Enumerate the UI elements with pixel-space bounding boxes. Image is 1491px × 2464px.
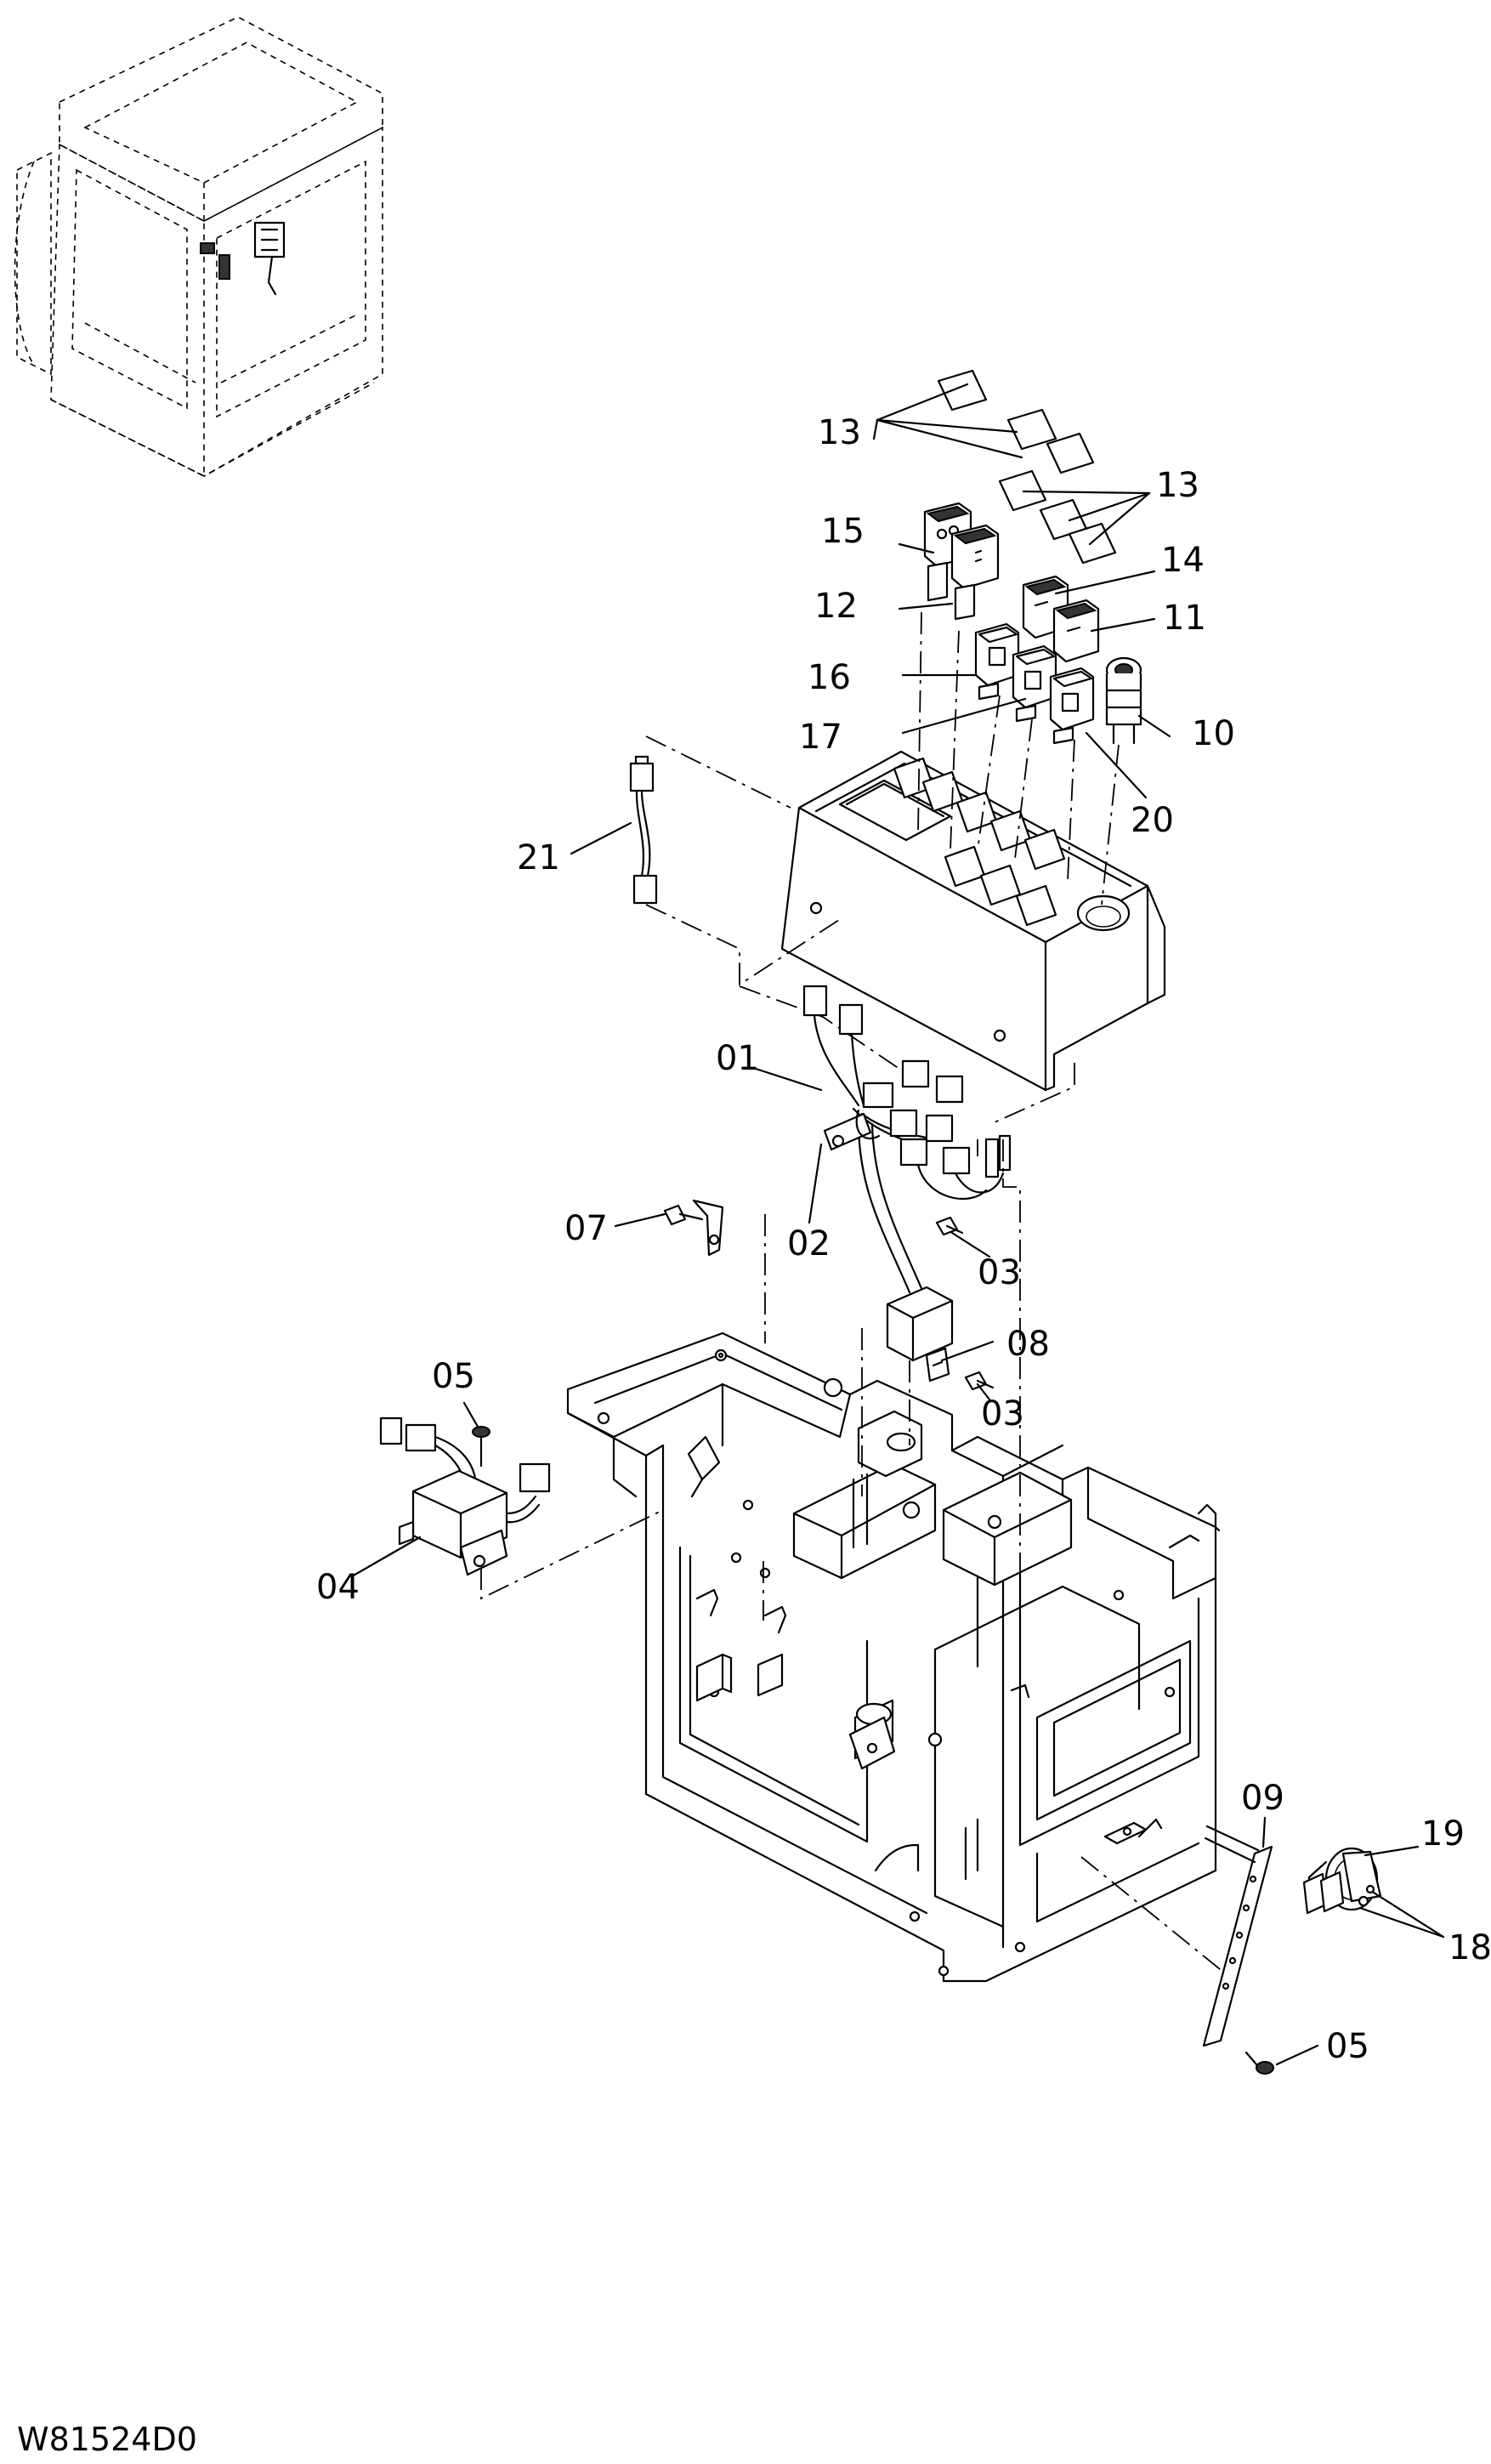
- clip-08: [925, 1347, 950, 1382]
- screw-05-strip: [1244, 2051, 1274, 2075]
- main-harness: [802, 985, 1012, 1362]
- harness-clip: [823, 1109, 881, 1151]
- switch-16: [974, 622, 1020, 701]
- cigar-lighter: [1105, 656, 1142, 745]
- callout-11: 11: [1163, 599, 1206, 638]
- callout-21: 21: [517, 838, 560, 877]
- bolt-03-upper: [935, 1216, 964, 1236]
- leader-lines: [350, 383, 1445, 2066]
- callout-19: 19: [1421, 1814, 1465, 1854]
- callout-03-lower: 03: [981, 1394, 1024, 1434]
- console-frame: [566, 1331, 1221, 1983]
- callout-02: 02: [787, 1224, 831, 1263]
- callout-05-right: 05: [1326, 2027, 1369, 2066]
- drawing-number: W81524D0: [17, 2421, 197, 2458]
- switch-20: [1049, 667, 1095, 745]
- callout-09: 09: [1241, 1779, 1284, 1818]
- bolt-03-lower: [964, 1371, 995, 1391]
- callout-13-right: 13: [1156, 466, 1199, 505]
- callout-03-upper: 03: [978, 1253, 1021, 1292]
- callout-07: 07: [564, 1209, 608, 1248]
- assembly-centerlines-lower: [763, 1139, 1225, 1973]
- bracket-07: [663, 1199, 724, 1257]
- callout-17: 17: [799, 718, 842, 757]
- callout-12: 12: [814, 587, 858, 626]
- screw-05-relay: [472, 1426, 490, 1468]
- callout-18: 18: [1448, 1928, 1491, 1967]
- callout-15: 15: [821, 512, 865, 551]
- switch-caps: [937, 369, 1117, 565]
- callout-08: 08: [1006, 1325, 1050, 1364]
- rocker-switches: [923, 502, 1100, 745]
- cover-switch-openings: [893, 757, 1066, 927]
- callout-14: 14: [1161, 541, 1205, 580]
- cab-harness-location-mark: [200, 221, 286, 296]
- switch-11: [1052, 599, 1100, 663]
- console-cover: [780, 750, 1166, 1092]
- callout-13-left: 13: [818, 413, 861, 452]
- switch-17: [1012, 644, 1057, 723]
- callout-20: 20: [1131, 801, 1174, 840]
- callout-05-left: 05: [432, 1357, 475, 1396]
- callout-01: 01: [716, 1039, 759, 1078]
- callouts: 13 13 15 14 12 11 16 10 17 20 21 01 07 0…: [316, 413, 1491, 2066]
- switch-12: [950, 524, 1000, 621]
- jumper-harness: [629, 755, 658, 905]
- callout-10: 10: [1192, 714, 1235, 753]
- callout-04: 04: [316, 1568, 360, 1607]
- relay-unit: [379, 1417, 664, 1600]
- cab-locator-inset: [14, 16, 383, 478]
- terminal-strip: [1202, 1825, 1274, 2075]
- assembly-centerlines-upper: [645, 611, 1120, 1156]
- key-switch: [1302, 1847, 1382, 1915]
- callout-16: 16: [808, 658, 851, 697]
